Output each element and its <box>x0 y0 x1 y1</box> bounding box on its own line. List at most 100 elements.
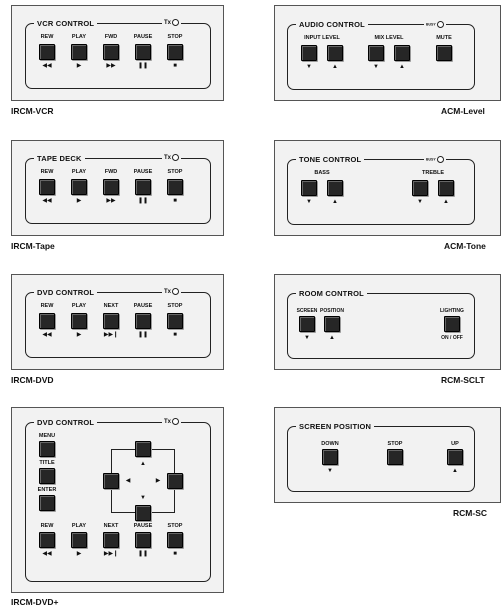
rewind-icon: ◀◀ <box>42 551 52 557</box>
play-button[interactable] <box>71 44 87 60</box>
up-button[interactable] <box>135 441 151 457</box>
arrow-up-icon: ▲ <box>399 64 405 70</box>
mix-level-label: MIX LEVEL <box>374 35 404 41</box>
caption-dvd: IRCM-DVD <box>11 375 54 385</box>
play-icon: ▶ <box>76 551 82 557</box>
bass-up-button[interactable] <box>327 180 343 196</box>
arrow-up-icon: ▲ <box>140 461 146 467</box>
play-button[interactable] <box>71 179 87 195</box>
pause-label: PAUSE <box>133 523 153 529</box>
tone-panel: TONE CONTROL BUSY BASS TREBLE ▼ ▲ ▼ ▲ <box>274 140 501 236</box>
mute-button[interactable] <box>436 45 452 61</box>
tx-led-icon <box>172 287 180 295</box>
tx-led-icon <box>172 18 180 26</box>
treble-down-button[interactable] <box>412 180 428 196</box>
stop-button[interactable] <box>167 532 183 548</box>
left-button[interactable] <box>103 473 119 489</box>
dvdplus-panel: DVD CONTROL Tx MENU TITLE ENTER ▲ ◀ ▶ ▼ … <box>11 407 224 593</box>
fwd-button[interactable] <box>103 44 119 60</box>
input-level-label: INPUT LEVEL <box>304 35 340 41</box>
rew-label: REW <box>40 523 54 529</box>
screenpos-frame: SCREEN POSITION DOWN STOP UP ▼ ▲ <box>287 421 475 492</box>
fwd-button[interactable] <box>103 179 119 195</box>
pause-button[interactable] <box>135 179 151 195</box>
screen-position-up-button[interactable] <box>324 316 340 332</box>
stop-icon: ■ <box>173 332 177 338</box>
rew-button[interactable] <box>39 179 55 195</box>
panel-title: ROOM CONTROL <box>296 288 367 299</box>
lighting-button[interactable] <box>444 316 460 332</box>
audio-panel: AUDIO CONTROL BUSY INPUT LEVEL MIX LEVEL… <box>274 5 501 101</box>
play-icon: ▶ <box>76 198 82 204</box>
play-button[interactable] <box>71 532 87 548</box>
stop-icon: ■ <box>173 198 177 204</box>
rew-button[interactable] <box>39 313 55 329</box>
stop-button[interactable] <box>167 44 183 60</box>
next-label: NEXT <box>103 303 119 309</box>
rewind-icon: ◀◀ <box>42 332 52 338</box>
arrow-left-icon: ◀ <box>125 478 131 484</box>
arrow-up-icon: ▲ <box>329 335 335 341</box>
busy-indicator: BUSY <box>424 21 446 28</box>
tape-frame: TAPE DECK Tx REW PLAY FWD PAUSE STOP ◀◀ … <box>25 153 211 224</box>
input-level-up-button[interactable] <box>327 45 343 61</box>
title-button[interactable] <box>39 468 55 484</box>
screen-up-button[interactable] <box>447 449 463 465</box>
arrow-down-icon: ▼ <box>306 199 312 205</box>
pause-label: PAUSE <box>133 34 153 40</box>
busy-led-icon <box>436 156 444 163</box>
pause-label: PAUSE <box>133 303 153 309</box>
tx-indicator: Tx <box>162 153 182 164</box>
mix-level-down-button[interactable] <box>368 45 384 61</box>
screen-position-down-button[interactable] <box>299 316 315 332</box>
up-label: UP <box>451 441 459 447</box>
pause-label: PAUSE <box>133 169 153 175</box>
enter-button[interactable] <box>39 495 55 511</box>
stop-label: STOP <box>167 303 183 309</box>
stop-label: STOP <box>167 169 183 175</box>
mix-level-up-button[interactable] <box>394 45 410 61</box>
arrow-down-icon: ▼ <box>327 468 333 474</box>
screen-stop-button[interactable] <box>387 449 403 465</box>
stop-button[interactable] <box>167 313 183 329</box>
arrow-right-icon: ▶ <box>155 478 161 484</box>
dvd-frame: DVD CONTROL Tx REW PLAY NEXT PAUSE STOP … <box>25 287 211 358</box>
next-button[interactable] <box>103 532 119 548</box>
right-button[interactable] <box>167 473 183 489</box>
mute-label: MUTE <box>436 35 452 41</box>
tx-led-icon <box>172 153 180 161</box>
rewind-icon: ◀◀ <box>42 198 52 204</box>
rew-button[interactable] <box>39 44 55 60</box>
treble-label: TREBLE <box>422 170 444 176</box>
fast-forward-icon: ▶▶ <box>106 198 116 204</box>
tone-frame: TONE CONTROL BUSY BASS TREBLE ▼ ▲ ▼ ▲ <box>287 154 475 225</box>
pause-button[interactable] <box>135 44 151 60</box>
tape-panel: TAPE DECK Tx REW PLAY FWD PAUSE STOP ◀◀ … <box>11 140 224 236</box>
pause-button[interactable] <box>135 532 151 548</box>
screenpos-panel: SCREEN POSITION DOWN STOP UP ▼ ▲ <box>274 407 501 503</box>
play-label: PLAY <box>71 34 87 40</box>
play-button[interactable] <box>71 313 87 329</box>
panel-title: DVD CONTROL <box>34 417 98 428</box>
panel-title: TAPE DECK <box>34 153 85 164</box>
menu-button[interactable] <box>39 441 55 457</box>
pause-button[interactable] <box>135 313 151 329</box>
pause-icon: ❚❚ <box>137 198 149 204</box>
play-label: PLAY <box>71 169 87 175</box>
screen-down-button[interactable] <box>322 449 338 465</box>
arrow-up-icon: ▲ <box>332 199 338 205</box>
rew-button[interactable] <box>39 532 55 548</box>
arrow-down-icon: ▼ <box>306 64 312 70</box>
fast-forward-icon: ▶▶ <box>106 63 116 69</box>
next-button[interactable] <box>103 313 119 329</box>
treble-up-button[interactable] <box>438 180 454 196</box>
arrow-up-icon: ▲ <box>452 468 458 474</box>
input-level-down-button[interactable] <box>301 45 317 61</box>
down-button[interactable] <box>135 505 151 521</box>
stop-button[interactable] <box>167 179 183 195</box>
bass-down-button[interactable] <box>301 180 317 196</box>
arrow-up-icon: ▲ <box>332 64 338 70</box>
panel-title: VCR CONTROL <box>34 18 98 29</box>
pause-icon: ❚❚ <box>137 551 149 557</box>
rew-label: REW <box>40 303 54 309</box>
